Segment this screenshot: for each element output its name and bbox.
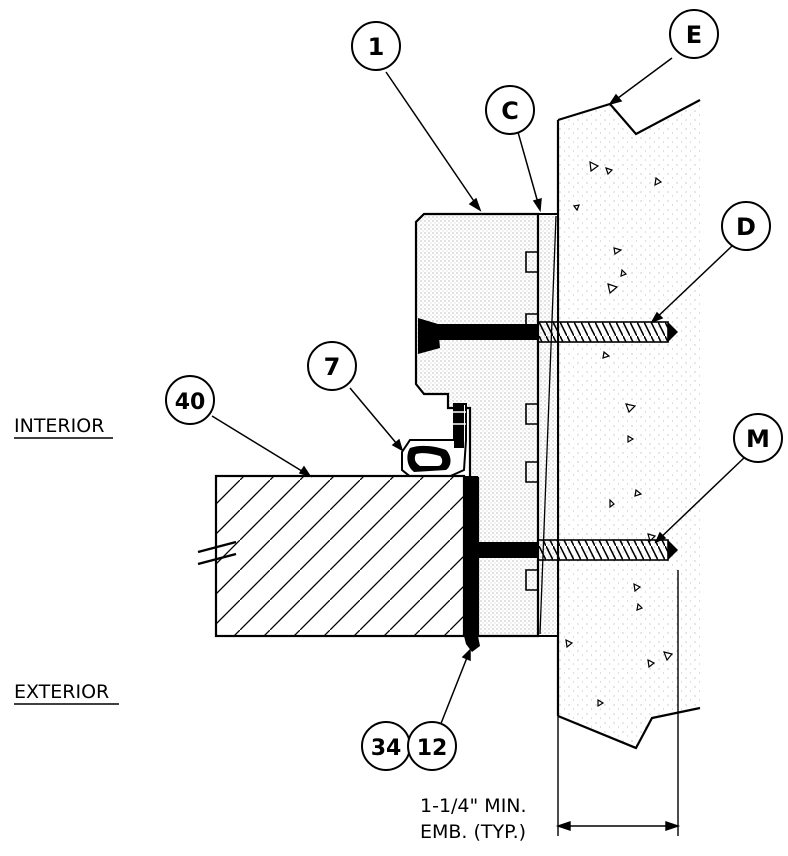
svg-text:7: 7 bbox=[324, 353, 341, 381]
svg-text:EXTERIOR: EXTERIOR bbox=[14, 681, 109, 703]
anchor-screw-d bbox=[418, 318, 678, 354]
callout-1: 1 bbox=[351, 21, 401, 71]
frame-profile bbox=[414, 212, 540, 638]
svg-text:C: C bbox=[501, 97, 519, 125]
callout-c: C bbox=[485, 85, 535, 135]
svg-text:1: 1 bbox=[368, 33, 385, 61]
leader-lines bbox=[211, 57, 747, 727]
svg-text:34: 34 bbox=[371, 736, 402, 761]
interior-label: INTERIOR bbox=[14, 415, 113, 439]
embedment-dimension bbox=[555, 570, 681, 836]
svg-text:EMB. (TYP.): EMB. (TYP.) bbox=[420, 821, 526, 843]
callout-12: 12 bbox=[407, 721, 457, 771]
svg-text:INTERIOR: INTERIOR bbox=[14, 415, 104, 437]
frame-slots bbox=[525, 251, 538, 591]
exterior-label: EXTERIOR bbox=[14, 681, 119, 705]
svg-text:1-1/4" MIN.: 1-1/4" MIN. bbox=[420, 795, 527, 817]
callout-7: 7 bbox=[307, 341, 357, 391]
svg-text:M: M bbox=[746, 425, 770, 453]
callout-m: M bbox=[733, 413, 783, 463]
svg-text:12: 12 bbox=[417, 736, 448, 761]
sealant-strip bbox=[464, 476, 480, 652]
aggregate-marks bbox=[565, 160, 674, 708]
shim-strip bbox=[537, 213, 559, 637]
anchor-screw-m bbox=[478, 539, 678, 561]
glazing-stop bbox=[401, 403, 467, 479]
callout-40: 40 bbox=[165, 375, 215, 425]
embedment-label: 1-1/4" MIN. EMB. (TYP.) bbox=[420, 795, 527, 843]
svg-text:E: E bbox=[686, 21, 702, 49]
sill-block bbox=[197, 474, 466, 638]
callout-d: D bbox=[721, 201, 771, 251]
svg-text:40: 40 bbox=[175, 390, 206, 415]
svg-text:D: D bbox=[736, 213, 756, 241]
callout-34: 34 bbox=[361, 721, 411, 771]
callout-e: E bbox=[669, 9, 719, 59]
